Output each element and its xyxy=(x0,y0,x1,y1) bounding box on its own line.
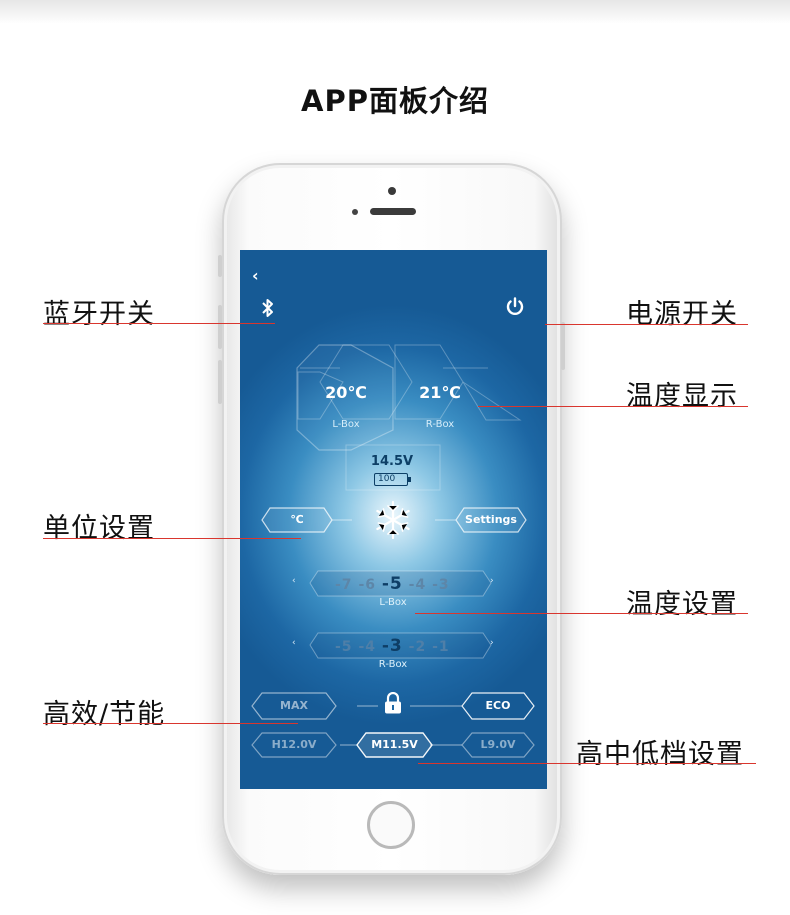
callout-line-gear xyxy=(418,763,756,764)
right-scale-bar xyxy=(309,632,492,659)
volume-down-button xyxy=(218,360,222,404)
callout-unit: 单位设置 xyxy=(43,513,155,544)
left-scale-value[interactable]: -6 xyxy=(358,577,376,593)
screen-decoration xyxy=(251,344,535,758)
right-scale-prev-arrow[interactable]: ‹ xyxy=(292,638,296,648)
low-button-shape xyxy=(461,732,535,758)
mid-button-shape xyxy=(356,732,433,758)
home-button[interactable] xyxy=(367,801,415,849)
right-scale-selected[interactable]: -3 xyxy=(381,636,403,656)
low-gear-button[interactable]: L9.0V xyxy=(480,738,516,751)
battery-level: 100 xyxy=(374,473,408,486)
callout-line-temp-display xyxy=(478,406,748,407)
top-shade xyxy=(0,0,790,24)
left-scale-label: L-Box xyxy=(379,597,407,608)
left-scale-prev-arrow[interactable]: ‹ xyxy=(292,576,296,586)
high-gear-button[interactable]: H12.0V xyxy=(271,738,317,751)
callout-line-bluetooth xyxy=(43,323,275,324)
callout-line-unit xyxy=(43,538,301,539)
volume-up-button xyxy=(218,305,222,349)
unit-button-shape xyxy=(261,507,333,533)
callout-power: 电源开关 xyxy=(626,299,738,330)
right-box-temp: 21℃ xyxy=(419,383,461,402)
callout-eco: 高效/节能 xyxy=(43,699,166,730)
eco-button-shape xyxy=(461,692,535,720)
voltage-readout: 14.5V xyxy=(370,454,414,469)
page-title: APP面板介绍 xyxy=(301,84,489,118)
right-scale-label: R-Box xyxy=(378,659,408,670)
callout-line-temp-set xyxy=(415,613,748,614)
left-scale-values[interactable]: -7 -6 -5 -4 -3 xyxy=(335,574,450,594)
battery-icon-tip xyxy=(408,477,411,482)
high-button-shape xyxy=(251,732,337,758)
callout-line-power xyxy=(545,324,748,325)
max-button-shape xyxy=(251,692,337,720)
settings-button[interactable]: Settings xyxy=(465,513,517,526)
callout-temp-set: 温度设置 xyxy=(626,589,738,620)
lock-icon[interactable] xyxy=(383,692,403,714)
unit-button[interactable]: ℃ xyxy=(290,513,304,526)
left-scale-value[interactable]: -3 xyxy=(432,577,450,593)
proximity-sensor xyxy=(352,209,358,215)
callout-line-eco xyxy=(43,723,298,724)
right-scale-value[interactable]: -4 xyxy=(358,639,376,655)
app-screen: ‹ 20℃ L-Box 21℃ R-Box 14.5V 100 ℃ Settin… xyxy=(240,250,547,789)
earpiece-speaker xyxy=(370,208,416,215)
left-scale-bar xyxy=(309,570,492,597)
left-scale-value[interactable]: -4 xyxy=(408,577,427,593)
callout-temp-display: 温度显示 xyxy=(626,381,738,412)
eco-button[interactable]: ECO xyxy=(485,699,511,712)
right-scale-next-arrow[interactable]: › xyxy=(490,638,494,648)
right-scale-value[interactable]: -1 xyxy=(432,639,450,655)
left-box-temp: 20℃ xyxy=(325,383,367,402)
right-box-label: R-Box xyxy=(425,419,455,430)
settings-button-shape xyxy=(455,507,527,533)
right-scale-value[interactable]: -2 xyxy=(408,639,427,655)
right-scale-values[interactable]: -5 -4 -3 -2 -1 xyxy=(335,636,450,656)
bluetooth-icon[interactable] xyxy=(260,298,276,318)
left-box-label: L-Box xyxy=(332,419,360,430)
callout-bluetooth: 蓝牙开关 xyxy=(43,299,155,330)
callout-gear: 高中低档设置 xyxy=(576,739,744,770)
front-camera xyxy=(388,187,396,195)
mid-gear-button[interactable]: M11.5V xyxy=(371,738,418,751)
left-scale-selected[interactable]: -5 xyxy=(381,574,403,594)
back-icon[interactable]: ‹ xyxy=(252,266,259,285)
left-scale-value[interactable]: -7 xyxy=(335,577,353,593)
side-power-button xyxy=(561,322,565,370)
left-scale-next-arrow[interactable]: › xyxy=(490,576,494,586)
mute-switch xyxy=(218,255,222,277)
power-icon[interactable] xyxy=(504,296,526,318)
right-scale-value[interactable]: -5 xyxy=(335,639,353,655)
snowflake-icon xyxy=(376,500,410,540)
max-button[interactable]: MAX xyxy=(280,699,308,712)
